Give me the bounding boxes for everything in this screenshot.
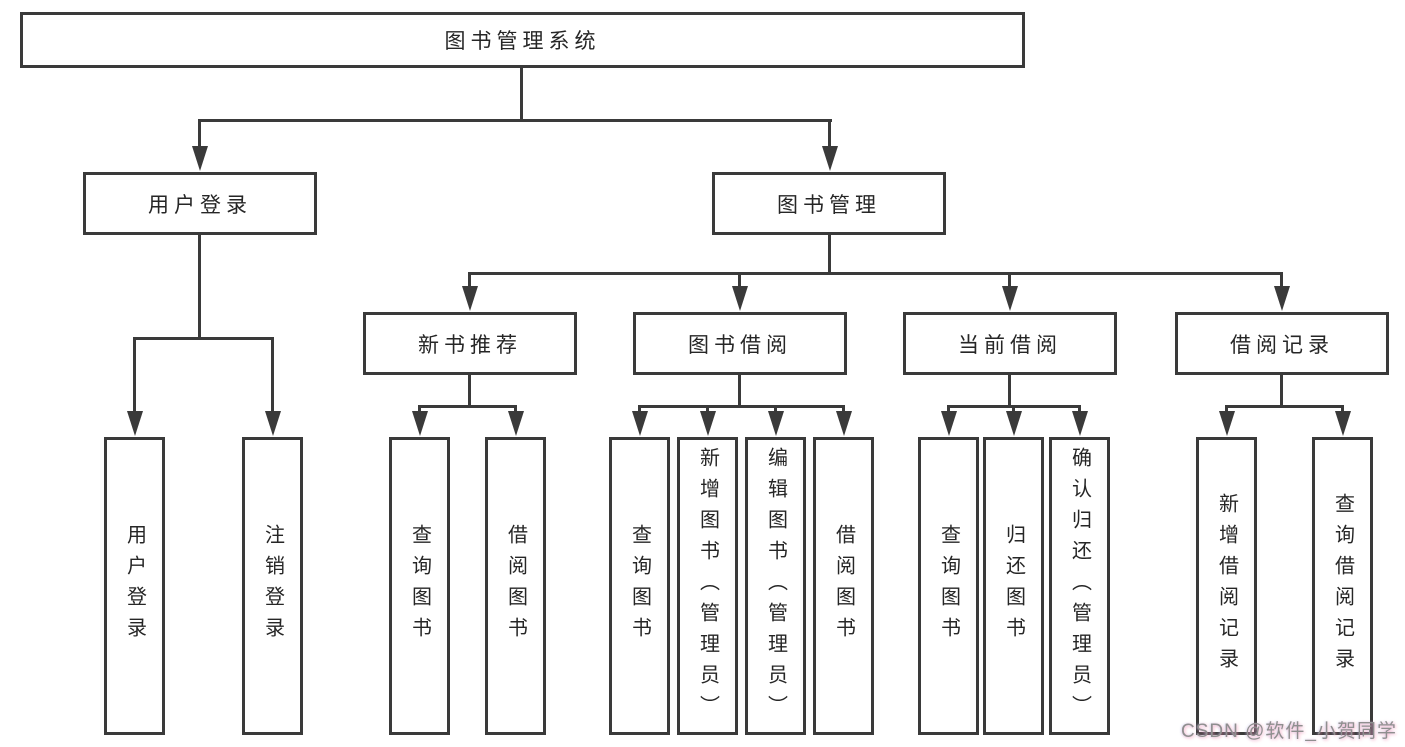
arrow-to-query-books-1 bbox=[411, 405, 428, 436]
leaf-query-borrow-record: 查询借阅记录 bbox=[1312, 437, 1373, 735]
leaf-add-borrow-record: 新增借阅记录 bbox=[1196, 437, 1257, 735]
connector-new-book-hline bbox=[418, 405, 517, 408]
connector-root-hline bbox=[198, 119, 832, 122]
node-current-borrowing: 当前借阅 bbox=[903, 312, 1117, 375]
connector-new-book-vline bbox=[468, 375, 471, 408]
arrow-to-new-book-recommendation bbox=[461, 272, 478, 311]
arrow-to-add-books bbox=[699, 405, 716, 436]
arrow-to-edit-books bbox=[767, 405, 784, 436]
node-library-management-system: 图书管理系统 bbox=[20, 12, 1025, 68]
node-book-management: 图书管理 bbox=[712, 172, 946, 235]
leaf-edit-books-admin: 编辑图书（管理员） bbox=[745, 437, 806, 735]
arrow-to-book-management bbox=[821, 119, 838, 171]
leaf-user-login: 用户登录 bbox=[104, 437, 165, 735]
connector-user-login-vline bbox=[198, 235, 201, 340]
connector-borrowing-records-vline bbox=[1280, 375, 1283, 408]
leaf-borrow-books: 借阅图书 bbox=[813, 437, 874, 735]
connector-book-management-hline bbox=[468, 272, 1283, 275]
leaf-query-books-recommend: 查询图书 bbox=[389, 437, 450, 735]
arrow-to-book-borrowing bbox=[731, 272, 748, 311]
leaf-confirm-return-admin: 确认归还（管理员） bbox=[1049, 437, 1110, 735]
connector-root-vline bbox=[520, 68, 523, 120]
leaf-logout: 注销登录 bbox=[242, 437, 303, 735]
arrow-to-current-borrowing bbox=[1001, 272, 1018, 311]
arrow-to-return-books bbox=[1005, 405, 1022, 436]
arrow-to-borrow-books-2 bbox=[835, 405, 852, 436]
node-new-book-recommendation: 新书推荐 bbox=[363, 312, 577, 375]
arrow-to-query-books-2 bbox=[631, 405, 648, 436]
connector-current-borrowing-vline bbox=[1008, 375, 1011, 408]
arrow-to-confirm-return bbox=[1071, 405, 1088, 436]
arrow-to-query-books-3 bbox=[940, 405, 957, 436]
connector-borrowing-records-hline bbox=[1225, 405, 1343, 408]
leaf-query-books-borrow: 查询图书 bbox=[609, 437, 670, 735]
connector-user-login-hline bbox=[133, 337, 274, 340]
connector-book-borrowing-hline bbox=[638, 405, 843, 408]
arrow-to-borrow-books-1 bbox=[507, 405, 524, 436]
connector-book-borrowing-vline bbox=[738, 375, 741, 408]
arrow-to-user-login bbox=[191, 119, 208, 171]
leaf-add-books-admin: 新增图书（管理员） bbox=[677, 437, 738, 735]
arrow-to-borrowing-records bbox=[1273, 272, 1290, 311]
leaf-return-books: 归还图书 bbox=[983, 437, 1044, 735]
node-borrowing-records: 借阅记录 bbox=[1175, 312, 1389, 375]
arrow-to-leaf-user-login bbox=[126, 337, 143, 436]
leaf-borrow-books-recommend: 借阅图书 bbox=[485, 437, 546, 735]
csdn-watermark: CSDN @软件_小贺同学 bbox=[1181, 721, 1397, 742]
connector-book-management-vline bbox=[828, 235, 831, 275]
node-user-login: 用户登录 bbox=[83, 172, 317, 235]
node-book-borrowing: 图书借阅 bbox=[633, 312, 847, 375]
arrow-to-leaf-logout bbox=[264, 337, 281, 436]
leaf-query-books-current: 查询图书 bbox=[918, 437, 979, 735]
arrow-to-add-borrow-record bbox=[1218, 405, 1235, 436]
arrow-to-query-borrow-record bbox=[1334, 405, 1351, 436]
